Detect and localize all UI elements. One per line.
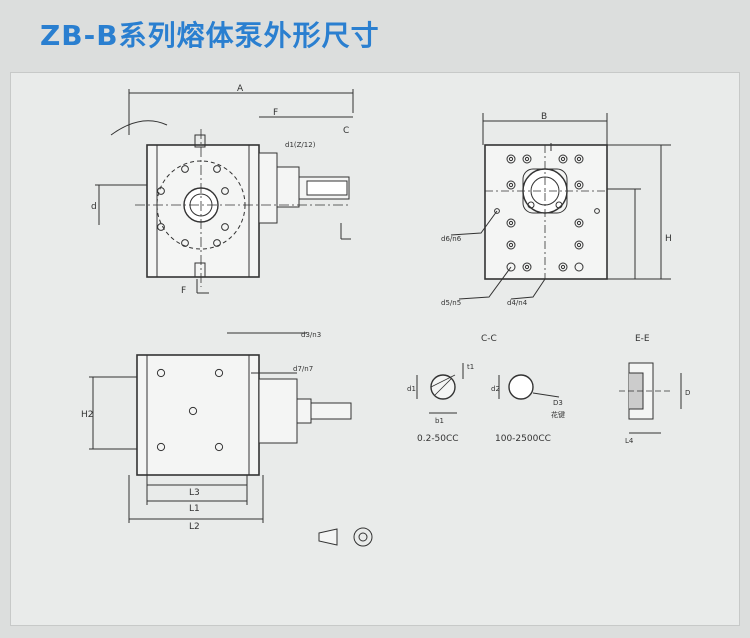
label-d5: d5/n5 <box>441 299 461 307</box>
label-l4: L4 <box>625 437 634 445</box>
label-d-big: D <box>685 389 690 397</box>
label-t1: t1 <box>467 363 474 371</box>
label-b1: b1 <box>435 417 444 425</box>
label-section-ee: E-E <box>635 334 650 344</box>
label-b: B <box>541 112 547 122</box>
label-keyway: 花键 <box>551 410 565 419</box>
label-d3: d3/n3 <box>301 331 321 339</box>
page-title: ZB-B系列熔体泵外形尺寸 <box>40 19 380 52</box>
label-section-cc: C-C <box>481 334 497 344</box>
label-h: H <box>665 234 672 244</box>
label-c: C <box>343 126 349 136</box>
label-d7: d7/n7 <box>293 365 313 373</box>
label-f-bottom: F <box>181 286 186 296</box>
label-range-1: 0.2-50CC <box>417 434 459 444</box>
label-d4: d4/n4 <box>507 299 528 307</box>
side-view <box>450 113 671 300</box>
label-l2: L2 <box>189 522 200 532</box>
cone-symbol <box>318 527 373 547</box>
label-d1-small: d1 <box>407 385 416 393</box>
drawing-panel: A F d1(Z/12) d C F B H d6/n6 d5/n5 d4/n4… <box>10 72 740 626</box>
label-d1: d1(Z/12) <box>285 141 316 149</box>
label-f-top: F <box>273 108 278 118</box>
label-d8: D3 <box>553 399 563 407</box>
label-d6: d6/n6 <box>441 235 462 243</box>
top-view <box>89 332 352 523</box>
label-d2-small: d2 <box>491 385 500 393</box>
section-ee <box>619 362 682 434</box>
front-view <box>95 89 354 294</box>
label-l1: L1 <box>189 504 200 514</box>
label-l3: L3 <box>189 488 200 498</box>
label-a: A <box>237 84 244 94</box>
label-h2: H2 <box>81 410 94 420</box>
label-range-2: 100-2500CC <box>495 434 551 444</box>
label-d: d <box>91 202 97 212</box>
technical-drawing: A F d1(Z/12) d C F B H d6/n6 d5/n5 d4/n4… <box>81 84 690 547</box>
section-cc <box>416 363 560 414</box>
